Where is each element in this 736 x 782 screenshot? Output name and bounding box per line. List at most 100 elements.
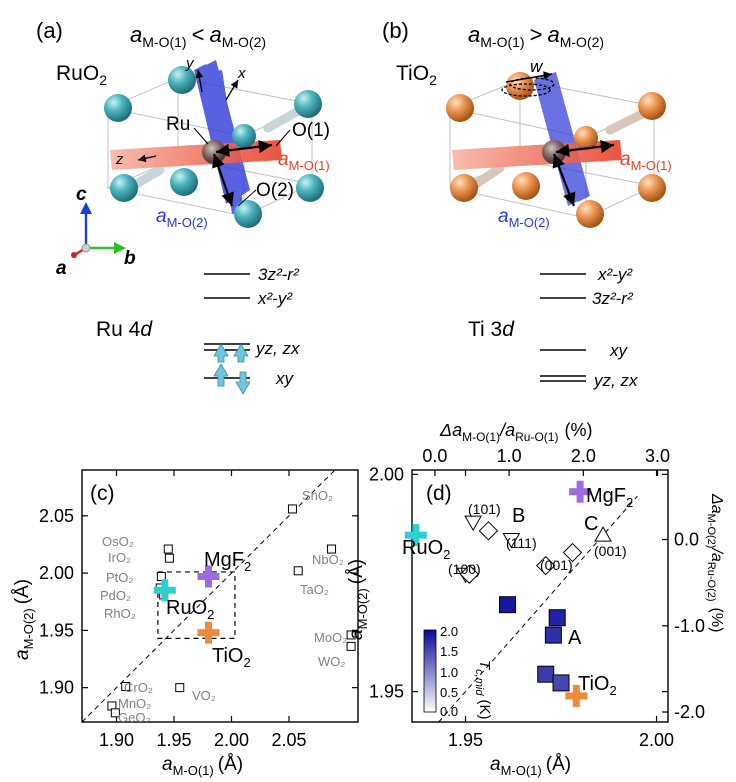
- label-sno2: SnO₂: [302, 488, 333, 503]
- axis-x-label: x: [237, 65, 246, 82]
- panel-b-label: (b): [382, 18, 409, 43]
- point-diamond: [562, 542, 583, 563]
- point-square-filled: [548, 609, 566, 627]
- x-tick-label: 1.95: [448, 730, 483, 750]
- level-b-3: xy: [609, 341, 629, 360]
- panel-a-label: (a): [36, 18, 63, 43]
- point-cross: [197, 621, 220, 644]
- ylabel-d: aM-O(2)(Å): [346, 559, 370, 640]
- x-tick-label: 1.90: [99, 730, 134, 750]
- crystal-c-label: c: [76, 184, 87, 205]
- annot-111: (111): [506, 535, 537, 551]
- point-square: [293, 566, 303, 576]
- y-tick-label: 1.95: [369, 682, 404, 702]
- xlabel-c: aM-O(1)(Å): [162, 754, 243, 778]
- x-tick-label: 2.05: [271, 730, 306, 750]
- atom: [296, 174, 324, 202]
- top-label-d: ΔaM-O(1)/aRu-O(1)(%): [439, 420, 592, 444]
- annot-c: C: [584, 513, 598, 535]
- zoom-box-c: [157, 571, 236, 639]
- atom: [232, 124, 256, 148]
- annot-001b: (001): [540, 557, 573, 573]
- panel-b: (b) aM-O(1)>aM-O(2) TiO2: [382, 18, 672, 390]
- top-tick-label: 0.0: [422, 446, 447, 466]
- x-tick-label: 2.00: [214, 730, 249, 750]
- point-triangle-down: [502, 533, 521, 549]
- point-square: [327, 544, 337, 554]
- label-moo2: MoO₂: [314, 630, 347, 645]
- compound-tio2: TiO2: [396, 62, 437, 88]
- x-tick-label: 1.95: [156, 730, 191, 750]
- point-cross: [153, 579, 176, 602]
- level-b-4: yz, zx: [593, 371, 638, 390]
- points-c: [107, 504, 356, 718]
- label-ruo2-d: RuO2: [402, 537, 450, 562]
- point-cross: [569, 480, 592, 503]
- right-tick-label: -1.0: [674, 616, 705, 636]
- annot-a: A: [568, 627, 582, 649]
- label-vo2: VO₂: [192, 688, 216, 703]
- panel-b-heading: aM-O(1)>aM-O(2): [468, 22, 604, 50]
- atom: [234, 200, 262, 228]
- y-tick-label: 1.90: [39, 678, 74, 698]
- annot-100: (100): [448, 561, 481, 577]
- point-square-filled: [552, 674, 570, 692]
- label-pdo2: PdO₂: [100, 588, 131, 603]
- label-iro2: IrO₂: [108, 550, 131, 565]
- o2-label: O(2): [256, 180, 294, 201]
- atoms-ti-b: [446, 72, 666, 228]
- point-square: [175, 683, 185, 693]
- panel-a-heading: aM-O(1)<aM-O(2): [130, 22, 266, 50]
- crystal-b-label: b: [124, 248, 136, 269]
- y-tick-label: 2.05: [39, 506, 74, 526]
- point-square-filled: [537, 665, 555, 683]
- top-tick-label: 3.0: [645, 446, 670, 466]
- atom: [638, 92, 666, 120]
- atom: [170, 168, 198, 196]
- plot-frame-d: [411, 469, 669, 723]
- atom: [294, 90, 322, 118]
- points-d: [404, 480, 612, 707]
- point-square: [287, 504, 297, 514]
- cbar-tick: 0.0: [440, 704, 458, 719]
- atom: [512, 172, 540, 200]
- label-oso2: OsO₂: [102, 534, 134, 549]
- level-a-3: yz, zx: [255, 339, 300, 358]
- label-ruo2-c: RuO2: [166, 597, 214, 622]
- label-mgf2-d: MgF2: [586, 485, 633, 510]
- top-tick-label: 2.0: [571, 446, 596, 466]
- spin-arrows: [213, 343, 251, 395]
- label-rho2: RhO₂: [104, 606, 136, 621]
- cbar-tick: 2.0: [440, 624, 458, 639]
- point-square: [346, 641, 356, 651]
- label-cro2: CrO₂: [124, 680, 153, 695]
- right-label-d: ΔaM-O(2)/aRu-O(2)(%): [705, 493, 725, 632]
- bond-red-a: [110, 140, 282, 170]
- panel-d-label: (d): [426, 482, 452, 505]
- label-tio2-c: TiO2: [212, 645, 251, 670]
- point-square: [121, 681, 131, 691]
- axis-z-label: z: [115, 151, 124, 168]
- label-tio2-d: TiO2: [578, 673, 617, 698]
- compound-ruo2: RuO2: [56, 62, 107, 88]
- level-b-2: 3z²-r²: [592, 289, 634, 308]
- bond-label-blue-b: aM-O(2): [498, 206, 550, 230]
- bond-label-red-b: aM-O(1): [620, 149, 672, 173]
- point-cross: [565, 684, 588, 707]
- point-diamond: [478, 521, 499, 541]
- bond-label-blue-a: aM-O(2): [156, 206, 208, 230]
- energy-levels-b: [540, 273, 586, 382]
- orbital-label-ru: Ru 4d: [96, 318, 153, 341]
- crystal-a-label: a: [56, 258, 67, 279]
- level-a-2: x²-y²: [257, 289, 293, 308]
- point-square: [163, 544, 173, 554]
- cbar-tick: 1.5: [440, 644, 458, 659]
- atom: [168, 66, 196, 94]
- atom: [104, 94, 132, 122]
- point-triangle-down: [464, 515, 482, 532]
- label-nbo2: NbO₂: [312, 552, 344, 567]
- level-a-1: 3z²-r²: [258, 265, 300, 284]
- point-diamond: [459, 564, 480, 584]
